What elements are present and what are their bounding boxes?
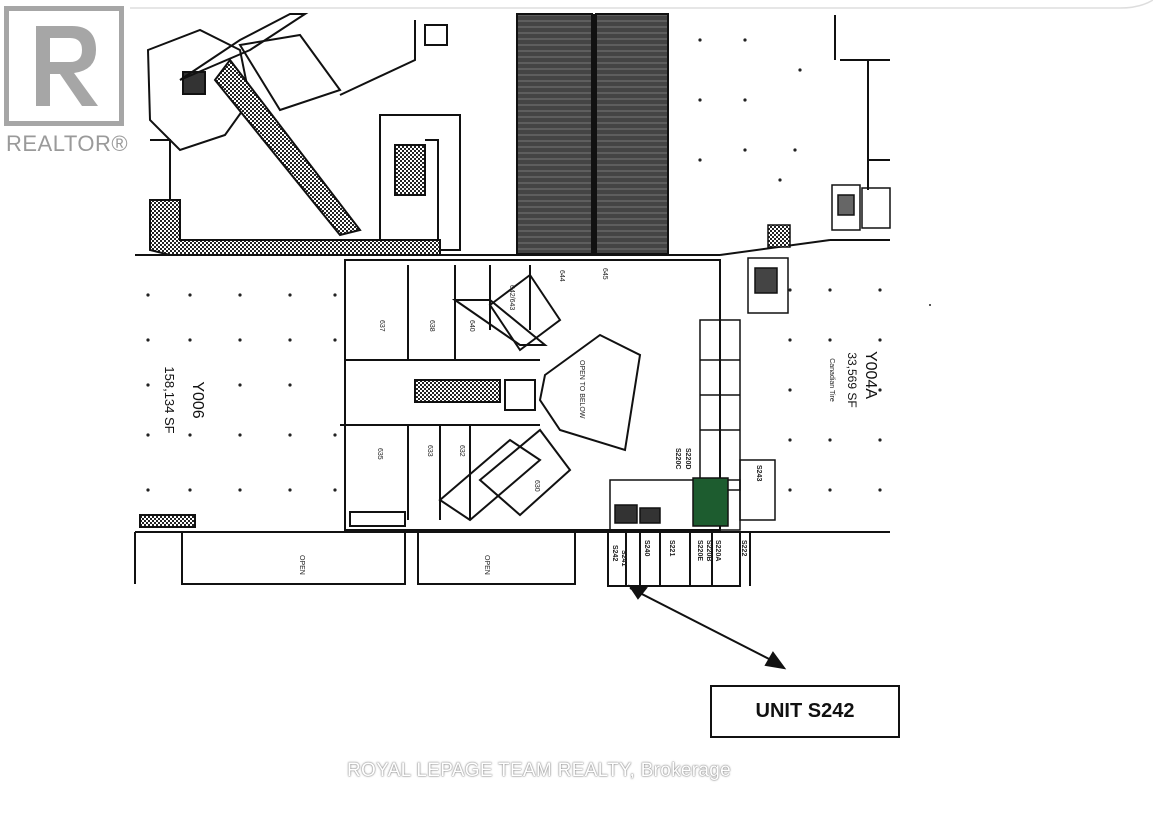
y004a-area: 33,569 SF [845,352,859,407]
brokerage-watermark: ROYAL LEPAGE TEAM REALTY, Brokerage [347,760,731,781]
open-label-2: OPEN [483,555,490,575]
realtor-text: REALTOR® [6,131,129,156]
unit-638: 638 [428,320,435,332]
unit-632: 632 [458,445,465,457]
unit-635: 635 [376,448,383,460]
retail-block [340,259,721,531]
nw-structure [146,13,461,256]
open-to-below: OPEN TO BELOW [578,360,585,419]
unit-645: 645 [601,268,608,280]
unit-s240: S240 [643,540,650,556]
callout-arrow [627,584,787,670]
east-units [609,319,776,531]
unit-callout: UNIT S242 [710,685,900,738]
unit-s220e: S220E [696,540,703,561]
unit-s220a: S220A [714,540,721,561]
unit-s222: S222 [740,540,747,556]
realtor-logo [3,5,132,131]
realtor-r-icon [3,5,125,127]
atrium-columns [516,13,669,255]
unit-s242: S242 [611,545,618,561]
south-storefronts [134,514,751,587]
unit-630: 630 [533,480,540,492]
unit-s243: S243 [755,465,762,481]
unit-s221: S221 [668,540,675,556]
y006-name: Y006 [189,381,206,418]
unit-633: 633 [426,445,433,457]
y004a-tenant: Canadian Tire [828,358,835,402]
column-grid [146,38,931,492]
y004a-name: Y004A [862,351,879,399]
unit-s241: S241 [620,550,627,566]
unit-640: 640 [468,320,475,332]
open-label-1: OPEN [298,555,305,575]
unit-644: 644 [558,270,565,282]
unit-637: 637 [378,320,385,332]
unit-s220c: S220C [674,448,681,469]
y006-area: 158,134 SF [162,366,177,433]
unit-s220d: S220D [684,448,691,469]
unit-s220b: S220B [705,540,712,561]
unit-642-643: 642/643 [508,285,515,310]
